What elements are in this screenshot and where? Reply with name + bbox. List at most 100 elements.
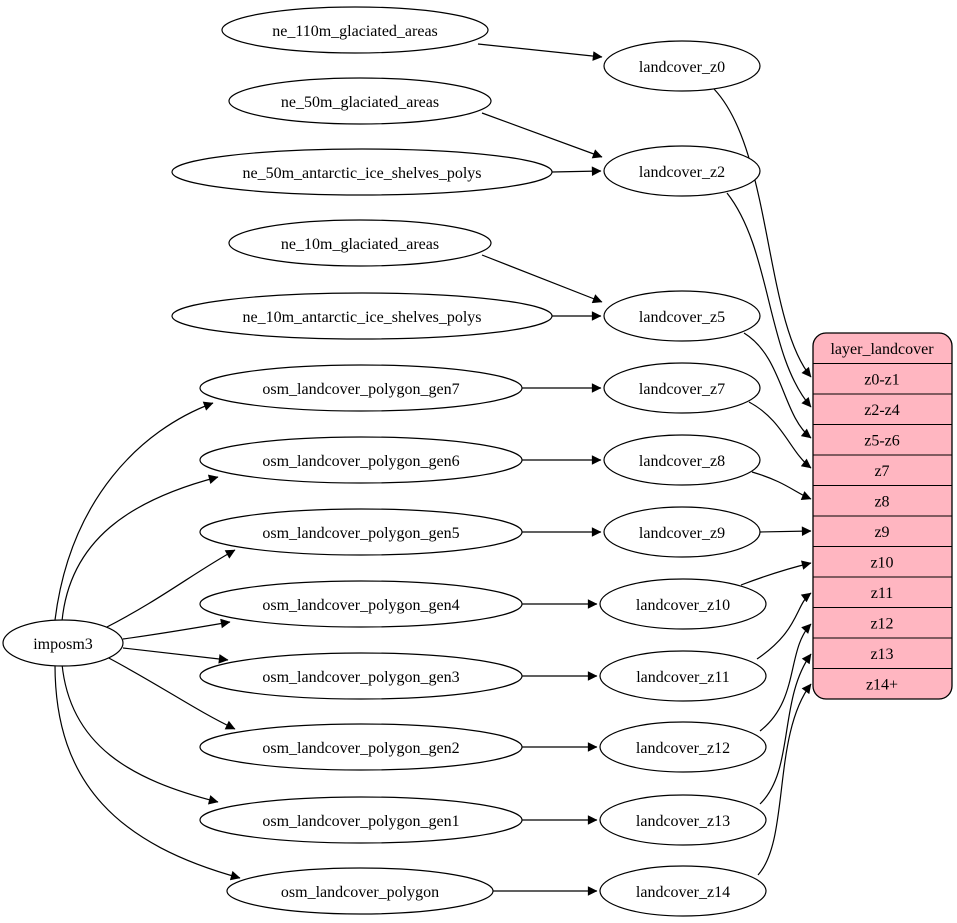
node-ne-110m-glaciated-areas-shape [221,6,489,54]
node-landcover-z0-shape [603,40,761,92]
edge-z2-to-row-z2-z4 [726,192,812,408]
node-osm-landcover-polygon-label: osm_landcover_polygon [281,884,439,901]
edge-imposm3-to-gen5 [104,549,236,629]
edge-z7-to-row-z7 [748,401,812,469]
node-osm-landcover-polygon-gen6: osm_landcover_polygon_gen6 [199,436,523,484]
table-row-z13: z13 [870,646,893,663]
edge-z10-to-row-z10 [740,560,812,586]
node-ne-10m-antarctic-ice-shelves-polys-label: ne_10m_antarctic_ice_shelves_polys [242,309,481,326]
node-osm-landcover-polygon: osm_landcover_polygon [226,867,494,915]
edge-z13-to-row-z13 [759,653,812,805]
node-landcover-z8-shape [603,434,761,486]
node-ne-10m-glaciated-areas-shape [228,219,492,267]
node-landcover-z13: landcover_z13 [599,794,767,846]
table-row-z12: z12 [870,616,893,633]
node-landcover-z13-shape [599,794,767,846]
edges-sources [477,43,603,896]
node-osm-landcover-polygon-gen1-shape [199,796,523,844]
node-osm-landcover-polygon-gen2-shape [199,723,523,771]
edge-z11-to-row-z11 [756,592,812,660]
node-landcover-z11-label: landcover_z11 [636,669,730,686]
node-landcover-z9: landcover_z9 [603,506,761,558]
node-osm-landcover-polygon-gen7-shape [199,364,523,412]
edge-z0-to-row-z0-z1 [713,88,812,378]
node-landcover-z2-shape [603,145,761,197]
node-landcover-z9-label: landcover_z9 [639,525,725,542]
node-landcover-z7-label: landcover_z7 [639,381,725,398]
node-landcover-z0-label: landcover_z0 [639,59,725,76]
node-landcover-z2-label: landcover_z2 [639,164,725,181]
node-ne-50m-antarctic-ice-shelves-polys: ne_50m_antarctic_ice_shelves_polys [171,148,553,196]
node-imposm3: imposm3 [2,619,124,667]
edge-z12-to-row-z12 [759,623,812,732]
edge-imposm3-to-gen3 [122,647,229,664]
node-landcover-z9-shape [603,506,761,558]
node-osm-landcover-polygon-gen5-label: osm_landcover_polygon_gen5 [262,525,459,542]
node-imposm3-label: imposm3 [33,636,93,653]
node-landcover-z5: landcover_z5 [603,290,761,342]
node-imposm3-shape [2,619,124,667]
node-landcover-z12-label: landcover_z12 [636,740,730,757]
edges-to-table [713,88,812,876]
node-ne-110m-glaciated-areas-label: ne_110m_glaciated_areas [272,23,438,40]
node-landcover-z10-label: landcover_z10 [636,597,730,614]
node-osm-landcover-polygon-gen4-shape [199,580,523,628]
node-osm-landcover-polygon-gen5: osm_landcover_polygon_gen5 [199,508,523,556]
node-landcover-z8-label: landcover_z8 [639,453,725,470]
node-landcover-z7: landcover_z7 [603,362,761,414]
edge-z8-to-row-z8 [751,471,812,500]
node-ne-110m-glaciated-areas: ne_110m_glaciated_areas [221,6,489,54]
table-layer-landcover: layer_landcover z0-z1 z2-z4 z5-z6 z7 z8 … [812,332,953,700]
edge-imposm3-to-gen6 [61,474,219,622]
table-row-z11: z11 [871,585,894,602]
table-row-z7: z7 [874,463,889,480]
node-landcover-z10-shape [599,578,767,630]
edge-ne50m-glac-to-z2 [481,112,603,159]
node-landcover-z7-shape [603,362,761,414]
node-landcover-z14: landcover_z14 [599,865,767,917]
node-osm-landcover-polygon-gen6-shape [199,436,523,484]
table-row-z8: z8 [874,494,889,511]
node-ne-50m-glaciated-areas-label: ne_50m_glaciated_areas [281,94,439,111]
edge-ne50m-ant-to-z2 [551,166,602,176]
edge-imposm3-to-gen4 [122,618,231,640]
node-osm-landcover-polygon-gen3: osm_landcover_polygon_gen3 [199,652,523,700]
node-osm-landcover-polygon-gen4-label: osm_landcover_polygon_gen4 [262,597,459,614]
node-osm-landcover-polygon-gen4: osm_landcover_polygon_gen4 [199,580,523,628]
node-osm-landcover-polygon-gen5-shape [199,508,523,556]
table-row-z5-z6: z5-z6 [864,433,900,450]
edge-imposm3-to-gen1 [61,663,219,805]
node-osm-landcover-polygon-gen7-label: osm_landcover_polygon_gen7 [262,381,459,398]
edge-z9-to-row-z9 [759,526,812,536]
node-osm-landcover-polygon-gen2-label: osm_landcover_polygon_gen2 [262,740,459,757]
node-landcover-z10: landcover_z10 [599,578,767,630]
node-osm-landcover-polygon-shape [226,867,494,915]
node-ne-10m-antarctic-ice-shelves-polys: ne_10m_antarctic_ice_shelves_polys [171,292,553,340]
node-landcover-z11-shape [599,650,767,702]
node-landcover-z14-label: landcover_z14 [636,884,730,901]
node-osm-landcover-polygon-gen7: osm_landcover_polygon_gen7 [199,364,523,412]
node-landcover-z14-shape [599,865,767,917]
node-ne-50m-glaciated-areas: ne_50m_glaciated_areas [228,77,492,125]
node-osm-landcover-polygon-gen1-label: osm_landcover_polygon_gen1 [262,813,459,830]
edges-imposm3 [54,401,241,881]
table-row-z2-z4: z2-z4 [864,402,900,419]
node-osm-landcover-polygon-gen3-shape [199,652,523,700]
edge-z5-to-row-z5-z6 [743,332,812,439]
node-ne-50m-antarctic-ice-shelves-polys-shape [171,148,553,196]
node-landcover-z5-label: landcover_z5 [639,309,725,326]
edge-z14-to-row-z14plus [757,683,812,876]
table-row-z9: z9 [874,524,889,541]
node-osm-landcover-polygon-gen2: osm_landcover_polygon_gen2 [199,723,523,771]
table-row-z0-z1: z0-z1 [864,372,900,389]
node-osm-landcover-polygon-gen6-label: osm_landcover_polygon_gen6 [262,453,459,470]
edge-ne10m-glac-to-z5 [481,254,603,304]
node-landcover-z11: landcover_z11 [599,650,767,702]
node-ne-10m-antarctic-ice-shelves-polys-shape [171,292,553,340]
edge-ne110m-to-z0 [477,43,603,61]
node-landcover-z0: landcover_z0 [603,40,761,92]
node-osm-landcover-polygon-gen3-label: osm_landcover_polygon_gen3 [262,669,459,686]
node-landcover-z2: landcover_z2 [603,145,761,197]
